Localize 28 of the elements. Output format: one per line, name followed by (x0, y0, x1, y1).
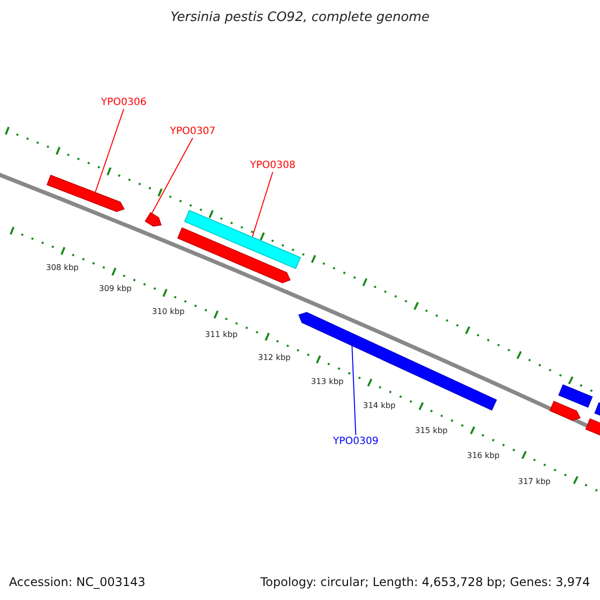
scale-label: 315 kbp (415, 427, 448, 435)
gene-feature (558, 384, 593, 408)
title: Yersinia pestis CO92, complete genome (170, 11, 430, 24)
leader-line (252, 172, 274, 238)
scale-label: 317 kbp (518, 478, 551, 486)
scale-label: 311 kbp (205, 331, 238, 339)
gene-feature (46, 174, 125, 212)
scale-label: 316 kbp (467, 452, 500, 460)
scale-label: 314 kbp (363, 402, 396, 410)
gene-label: YPO0307 (170, 127, 216, 137)
gene-feature (298, 312, 497, 411)
scale-label: 312 kbp (258, 354, 291, 362)
scale-label: 310 kbp (152, 308, 185, 316)
scale-label: 313 kbp (311, 378, 344, 386)
gene-label: YPO0306 (101, 98, 146, 108)
gene-label: YPO0309 (333, 437, 378, 447)
gene-feature (144, 212, 162, 227)
leader-line (152, 138, 194, 214)
scale-label: 308 kbp (46, 264, 79, 272)
gene-label: YPO0308 (250, 161, 296, 171)
gene-feature (177, 227, 291, 284)
leader-line (352, 344, 356, 436)
footer-text: Topology: circular; Length: 4,653,728 bp; Genes: 3,974 (260, 576, 590, 588)
leader-line (94, 108, 124, 194)
gene-feature (549, 400, 581, 421)
gene-feature (184, 210, 301, 270)
scale-label: 309 kbp (99, 285, 132, 293)
footer-text: Accession: NC_003143 (9, 576, 146, 588)
